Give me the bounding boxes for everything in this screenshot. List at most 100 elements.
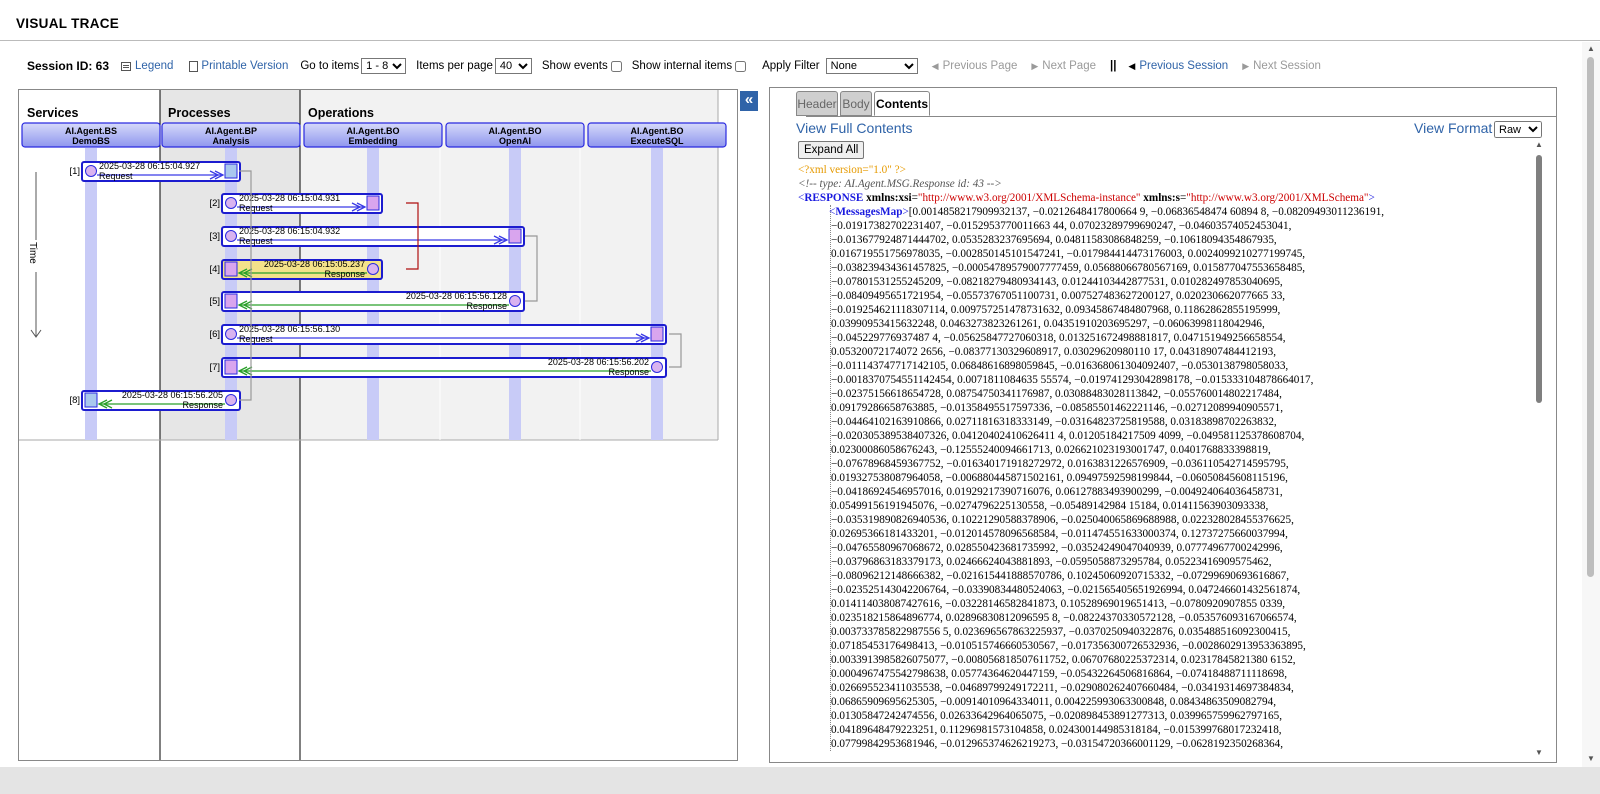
double-chevron-left-icon — [237, 300, 253, 310]
xml-text-line: [0.0014858217909932137, −0.0212648417800… — [908, 206, 1385, 218]
double-chevron-right-icon — [351, 202, 367, 212]
message-box[interactable] — [221, 357, 667, 378]
xml-text-line: 0.05499156191945076, −0.0274796225130558… — [831, 500, 1269, 512]
xml-text-line: −0.04186924546957016, 0.0192921739071607… — [831, 486, 1283, 498]
column-header[interactable] — [587, 122, 727, 148]
next-page-label: Next Page — [1042, 60, 1096, 72]
double-chevron-left-icon — [237, 366, 253, 376]
message-box[interactable] — [221, 226, 525, 247]
toolbar-separator: || — [1109, 60, 1117, 72]
column-header[interactable] — [161, 122, 301, 148]
message-number: [1] — [69, 166, 80, 177]
message-detail-panel: Header Body Contents View Full Contents … — [769, 87, 1557, 763]
double-chevron-left-icon — [237, 268, 253, 278]
message-timestamp: 2025-03-28 06:15:56.202 — [548, 357, 649, 367]
xml-text-line: −0.020305389538407326, 0.041204024106264… — [831, 430, 1305, 442]
column-header-host: DemoBS — [72, 136, 110, 146]
receiver-square-icon — [224, 293, 238, 309]
items-per-page-select[interactable]: 40 — [494, 58, 532, 74]
next-session-button[interactable]: ▶ Next Session — [1242, 60, 1321, 72]
xml-text-line: 0.01305847242474556, 0.02633642964065075… — [831, 710, 1283, 722]
page-scrollbar-thumb[interactable] — [1587, 57, 1594, 577]
page-scrollbar[interactable]: ▲ ▼ — [1582, 42, 1600, 767]
message-number: [6] — [209, 329, 220, 340]
xml-text-line: −0.04765580967068672, 0.0285504236817359… — [831, 542, 1283, 554]
xml-text-line: 0.09179286658763885, −0.0135849551759733… — [831, 402, 1284, 414]
scrollbar-thumb[interactable] — [1536, 155, 1542, 403]
double-chevron-right-icon — [493, 235, 509, 245]
collapse-left-button[interactable]: « — [740, 91, 758, 111]
apply-filter-label: Apply Filter — [762, 60, 820, 72]
xml-text-line: −0.01917382702231407, −0.015295377001166… — [831, 220, 1292, 232]
xml-text-line: 0.0033913985826075077, −0.00805681850761… — [831, 654, 1296, 666]
message-box[interactable] — [221, 193, 383, 214]
tab-header[interactable]: Header — [796, 91, 838, 116]
message-timestamp: 2025-03-28 06:15:04.932 — [239, 226, 340, 236]
column-header-name: AI.Agent.BO — [631, 126, 684, 136]
view-format-select[interactable]: Raw — [1494, 121, 1542, 138]
xmlns-s-attr: xmlns:s — [1143, 192, 1180, 204]
legend-link[interactable]: Legend — [121, 60, 173, 72]
request-response-connector — [525, 235, 538, 302]
double-chevron-right-icon — [635, 333, 651, 343]
scroll-up-icon[interactable]: ▲ — [1535, 140, 1543, 149]
xml-text-line: 0.019327538087964058, −0.006880445871502… — [831, 472, 1288, 484]
xmlns-s-value: "http://www.w3.org/2001/XMLSchema" — [1186, 192, 1369, 204]
xmlns-xsi-attr: xmlns:xsi — [866, 192, 912, 204]
view-full-contents-link[interactable]: View Full Contents — [796, 120, 913, 136]
contents-scrollbar[interactable]: ▲ ▼ — [1532, 140, 1548, 760]
printable-version-link[interactable]: Printable Version — [189, 60, 288, 72]
filter-select[interactable]: None — [825, 58, 918, 74]
root-tag[interactable]: RESPONSE — [804, 192, 864, 204]
tab-contents[interactable]: Contents — [874, 91, 930, 116]
expand-all-button[interactable]: Expand All — [798, 141, 865, 159]
goto-items-select[interactable]: 1 - 8 — [361, 58, 407, 74]
message-type: Response — [608, 367, 649, 377]
column-header-host: Analysis — [212, 136, 249, 146]
xml-text-line: 0.026695523411035538, −0.046897992491722… — [831, 682, 1294, 694]
messagesmap-tag[interactable]: MessagesMap — [835, 206, 903, 218]
xml-text-line: −0.019254621118307114, 0.009757251478731… — [831, 304, 1281, 316]
section-title: Services — [27, 106, 78, 120]
message-box[interactable] — [221, 259, 383, 280]
view-format-label: View Format — [1414, 120, 1493, 136]
scroll-up-icon[interactable]: ▲ — [1587, 44, 1595, 53]
tab-body[interactable]: Body — [840, 91, 872, 116]
lifeline — [651, 148, 663, 440]
scroll-down-icon[interactable]: ▼ — [1587, 754, 1595, 763]
printable-version-label: Printable Version — [201, 60, 289, 72]
show-events-label: Show events — [541, 60, 608, 72]
column-header[interactable] — [303, 122, 443, 148]
previous-session-button[interactable]: ◀ Previous Session — [1128, 60, 1228, 72]
show-events-checkbox[interactable] — [610, 60, 622, 72]
triangle-left-icon: ◀ — [1128, 60, 1136, 71]
previous-page-button[interactable]: ◀ Previous Page — [932, 60, 1018, 72]
scroll-down-icon[interactable]: ▼ — [1535, 748, 1543, 757]
messagesmap-line: <MessagesMap>[0.0014858217909932137, −0.… — [829, 206, 1385, 218]
xml-text-line: 0.06865909695625305, −0.0091401096433401… — [831, 696, 1277, 708]
message-timestamp: 2025-03-28 06:15:56.128 — [406, 291, 507, 301]
app-title: VISUAL TRACE — [16, 16, 120, 31]
message-timestamp: 2025-03-28 06:15:04.927 — [99, 161, 200, 171]
message-type: Request — [239, 236, 273, 246]
message-box[interactable] — [221, 291, 525, 312]
request-response-connector — [239, 170, 252, 401]
column-header[interactable] — [21, 122, 161, 148]
message-box[interactable] — [221, 324, 667, 345]
message-number: [7] — [209, 362, 220, 373]
column-header[interactable] — [445, 122, 585, 148]
show-internal-checkbox[interactable] — [735, 60, 747, 72]
time-arrow-icon — [30, 329, 42, 338]
xml-text-line: −0.07678968459367752, −0.016340171918272… — [831, 458, 1289, 470]
items-per-page-label: Items per page — [416, 60, 493, 72]
next-page-button[interactable]: ▶ Next Page — [1031, 60, 1096, 72]
